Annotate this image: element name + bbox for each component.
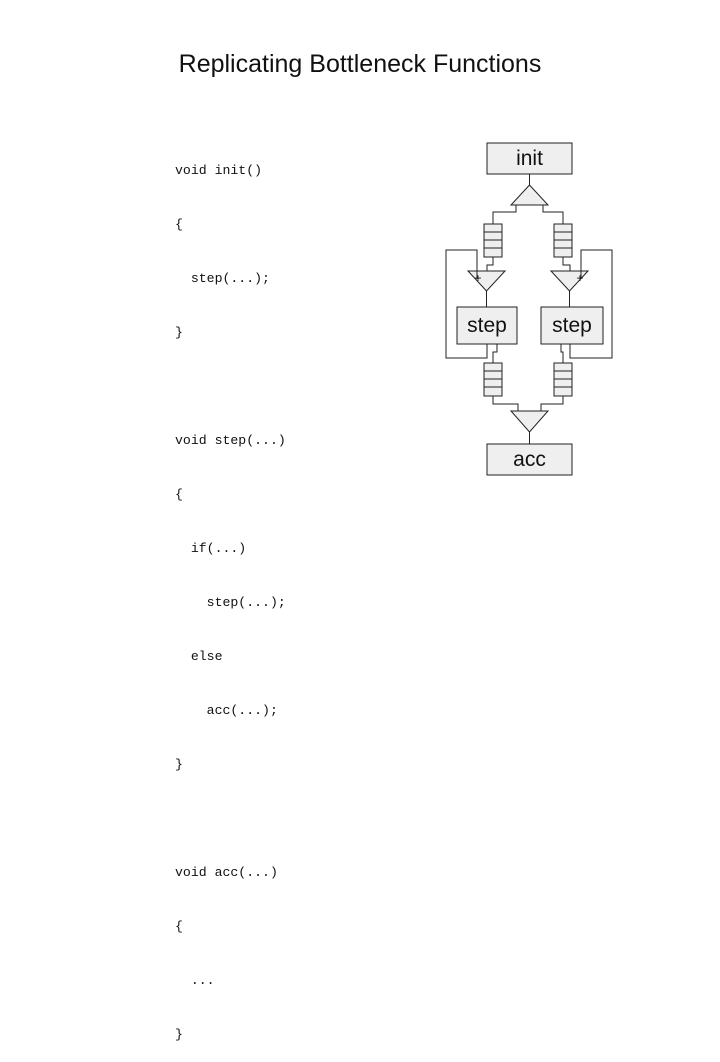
wire [542,205,564,224]
wire [540,396,564,411]
wire [560,344,564,363]
wire [492,396,519,411]
step-box-right [540,306,604,345]
step-box-left [456,306,518,345]
wire [492,205,517,224]
merge-triangle-right [549,270,590,292]
step-label-right: step [552,314,592,337]
code-line: if(...) [175,541,247,556]
fifo-lower-left [483,362,503,397]
code-line [175,810,286,828]
feedback-loop-left [445,249,488,359]
code-line: } [175,757,183,772]
wire [492,344,498,363]
code-line: step(...); [175,271,270,286]
acc-label: acc [513,448,546,471]
init-label: init [516,147,543,170]
merge-triangle-acc [509,410,550,433]
fifo-lower-right [553,362,573,397]
code-line: acc(...); [175,703,278,718]
code-line: } [175,325,183,340]
fifo-upper-left [483,223,503,258]
fifo-upper-right [553,223,573,258]
plus-right: + [576,271,583,285]
code-line: else [175,649,223,664]
pipeline-diagram: init + + step step [445,142,613,476]
code-line: ... [175,973,215,988]
code-line: void init() [175,163,263,178]
code-line: step(...); [175,595,286,610]
slide-title: Replicating Bottleneck Functions [178,50,542,78]
acc-box [486,443,573,476]
code-line: void step(...) [175,433,286,448]
code-line: { [175,487,183,502]
code-line: void acc(...) [175,865,278,880]
code-line: { [175,919,183,934]
wire [562,257,571,271]
feedback-loop-right [569,249,613,359]
split-triangle [509,184,550,206]
step-label-left: step [467,314,507,337]
init-box [486,142,573,175]
plus-left: + [474,271,481,285]
code-line: { [175,217,183,232]
code-line: } [175,1027,183,1042]
wire [486,257,494,271]
